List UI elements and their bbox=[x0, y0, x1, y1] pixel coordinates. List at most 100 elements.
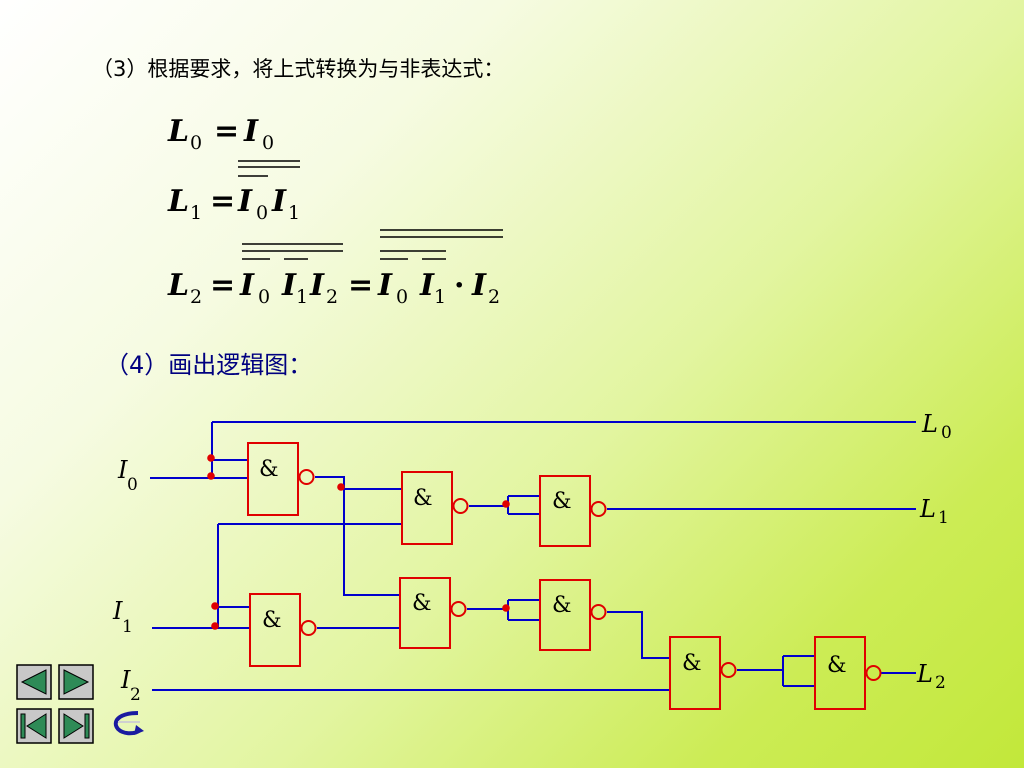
equation-l2: L 2 = I 0 I 1 I 2 = I 0 I 1 · I 2 bbox=[167, 229, 503, 308]
nand-gate-1 bbox=[247, 442, 299, 516]
gate-2-symbol: & bbox=[262, 608, 282, 633]
junction-dot bbox=[337, 483, 345, 491]
first-slide-button[interactable] bbox=[16, 708, 52, 744]
equation-l1: L 1 = I 0 I 1 bbox=[167, 160, 300, 224]
gate-6-symbol: & bbox=[552, 593, 572, 618]
eq-l2-lhs: L bbox=[167, 268, 189, 303]
eq-l2-i2-b: I bbox=[471, 268, 487, 303]
label-l2: L bbox=[916, 660, 933, 688]
last-bar-icon bbox=[84, 713, 90, 739]
eq-l2-i2-a-sub: 2 bbox=[326, 286, 338, 308]
bubble-gate-5 bbox=[590, 501, 607, 517]
label-i0-sub: 0 bbox=[127, 475, 138, 495]
eq-l2-i1-a: I bbox=[281, 268, 297, 303]
junction-dots bbox=[207, 454, 510, 630]
return-arrowhead-icon bbox=[134, 725, 144, 735]
gate-1-symbol: & bbox=[259, 457, 279, 482]
gate-3-symbol: & bbox=[412, 591, 432, 616]
eq-l0-lhs-sub: 0 bbox=[190, 132, 202, 154]
eq-l1-i0: I bbox=[237, 184, 253, 219]
label-l2-sub: 2 bbox=[935, 673, 946, 693]
nand-gate-6 bbox=[539, 579, 591, 651]
first-icon bbox=[26, 713, 47, 739]
eq-l2-i2-b-sub: 2 bbox=[488, 286, 500, 308]
eq-l2-i1-b-sub: 1 bbox=[434, 286, 446, 308]
nand-gate-3 bbox=[399, 577, 451, 649]
label-l0: L bbox=[921, 410, 938, 438]
eq-l2-i0-a: I bbox=[239, 268, 255, 303]
wire-g1-out bbox=[315, 476, 400, 596]
bubble-gate-8 bbox=[865, 665, 882, 681]
eq-l1-i0-sub: 0 bbox=[256, 202, 268, 224]
junction-dot bbox=[502, 604, 510, 612]
next-icon bbox=[63, 669, 90, 695]
next-slide-button[interactable] bbox=[58, 664, 94, 700]
label-l1-sub: 1 bbox=[938, 508, 949, 528]
gate-5-symbol: & bbox=[552, 489, 572, 514]
gate-7-symbol: & bbox=[682, 651, 702, 676]
junction-dot bbox=[502, 500, 510, 508]
nand-gate-7 bbox=[669, 636, 721, 710]
eq-l2-equals-2: = bbox=[348, 268, 373, 303]
bubble-gate-6 bbox=[590, 604, 607, 620]
eq-l0-rhs-sub: 0 bbox=[262, 132, 274, 154]
wire-g6-out bbox=[607, 611, 670, 659]
gate-8-symbol: & bbox=[827, 653, 847, 678]
label-l1: L bbox=[919, 495, 936, 523]
eq-l2-overbars bbox=[242, 229, 503, 260]
eq-l0-equals: = bbox=[214, 114, 239, 149]
eq-l2-i2-a: I bbox=[309, 268, 325, 303]
eq-l2-i1-b: I bbox=[419, 268, 435, 303]
first-bar-icon bbox=[20, 713, 26, 739]
last-icon bbox=[63, 713, 84, 739]
bubble-gate-7 bbox=[720, 662, 737, 678]
junction-dot bbox=[211, 622, 219, 630]
eq-l1-lhs: L bbox=[167, 184, 189, 219]
eq-l2-i1-a-sub: 1 bbox=[296, 286, 308, 308]
return-button[interactable] bbox=[113, 711, 144, 736]
eq-l0-rhs: I bbox=[243, 114, 259, 149]
bubble-gate-4 bbox=[452, 498, 469, 514]
bubble-gate-2 bbox=[300, 620, 317, 636]
label-l0-sub: 0 bbox=[941, 423, 952, 443]
label-i2: I bbox=[120, 666, 131, 694]
eq-l1-i1-sub: 1 bbox=[288, 202, 300, 224]
eq-l2-dot: · bbox=[454, 268, 464, 303]
signal-labels: L 0 L 1 L 2 I 0 I 1 I 2 bbox=[112, 410, 952, 705]
eq-l1-overbars bbox=[238, 160, 300, 177]
junction-dot bbox=[207, 472, 215, 480]
nand-gate-8 bbox=[814, 636, 866, 710]
eq-l2-lhs-sub: 2 bbox=[190, 286, 202, 308]
bubble-gate-1 bbox=[298, 469, 315, 485]
nand-gate-5 bbox=[539, 475, 591, 547]
gate-4-symbol: & bbox=[413, 486, 433, 511]
nand-gate-4 bbox=[401, 471, 453, 545]
eq-l1-equals: = bbox=[210, 184, 235, 219]
bubble-gate-3 bbox=[450, 601, 467, 617]
slide-navigation bbox=[16, 664, 144, 744]
label-i1: I bbox=[112, 597, 123, 625]
eq-l2-i0-b-sub: 0 bbox=[396, 286, 408, 308]
eq-l2-i0-a-sub: 0 bbox=[258, 286, 270, 308]
wires bbox=[150, 421, 916, 691]
eq-l1-i1: I bbox=[271, 184, 287, 219]
section-heading-3: （3）根据要求，将上式转换为与非表达式： bbox=[92, 57, 505, 81]
section-heading-4: （4）画出逻辑图： bbox=[105, 351, 313, 379]
gates bbox=[247, 442, 882, 710]
gate-symbols: & & & & & & & & bbox=[259, 457, 847, 678]
last-slide-button[interactable] bbox=[58, 708, 94, 744]
prev-slide-button[interactable] bbox=[16, 664, 52, 700]
nand-gate-2 bbox=[249, 593, 301, 667]
equation-l0: L 0 = I 0 bbox=[167, 114, 274, 154]
prev-icon bbox=[20, 669, 47, 695]
junction-dot bbox=[207, 454, 215, 462]
label-i1-sub: 1 bbox=[122, 617, 133, 637]
eq-l0-lhs: L bbox=[167, 114, 189, 149]
label-i0: I bbox=[117, 456, 128, 484]
eq-l1-lhs-sub: 1 bbox=[190, 202, 202, 224]
junction-dot bbox=[211, 602, 219, 610]
eq-l2-i0-b: I bbox=[377, 268, 393, 303]
label-i2-sub: 2 bbox=[130, 685, 141, 705]
eq-l2-equals-1: = bbox=[210, 268, 235, 303]
